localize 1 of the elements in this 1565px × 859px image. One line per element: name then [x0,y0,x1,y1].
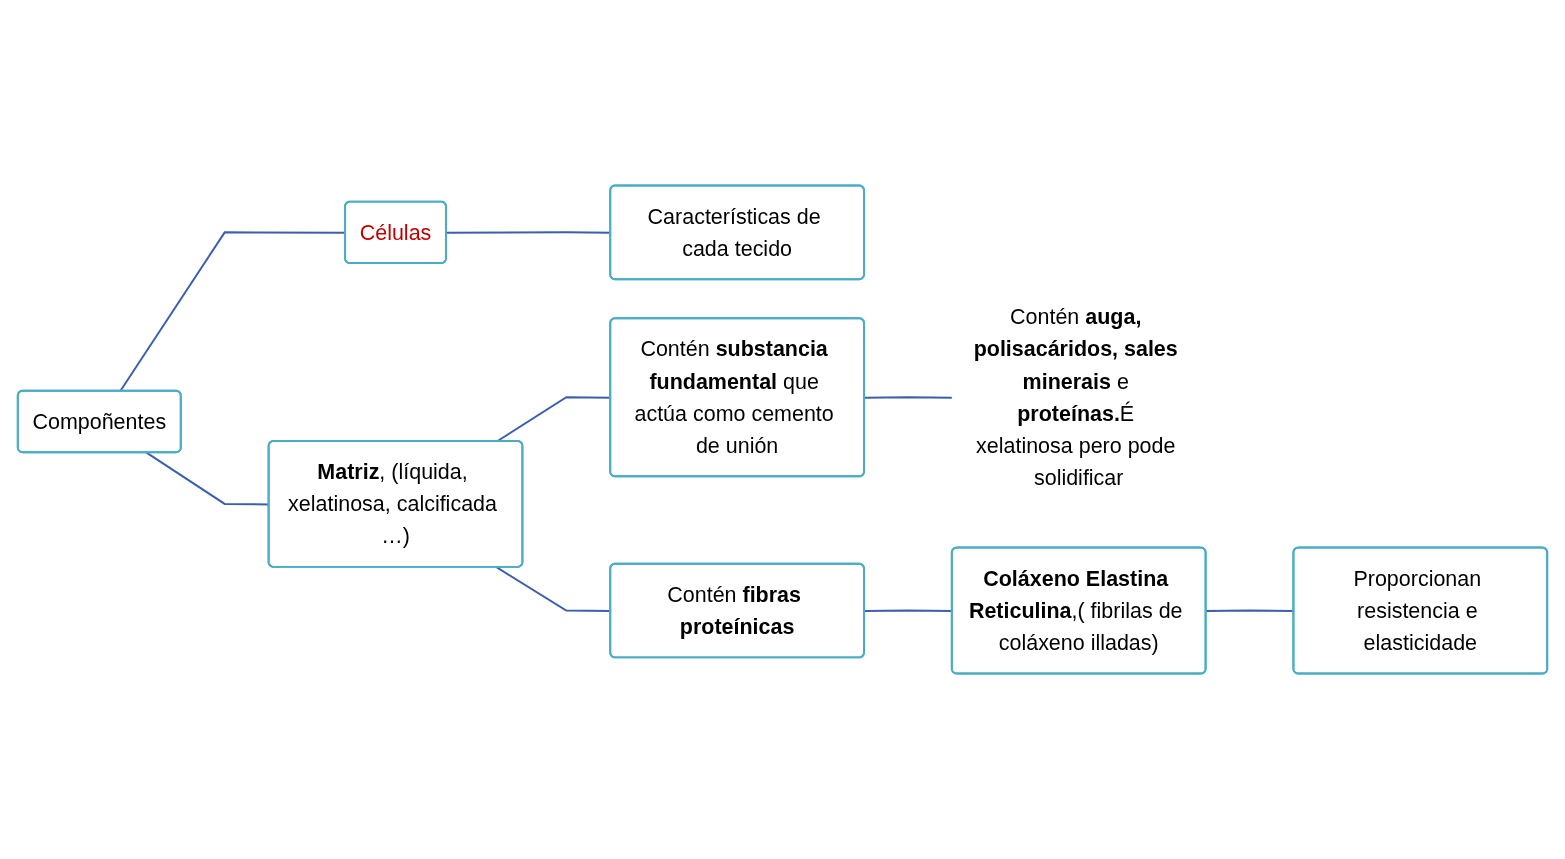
node-text: Contén auga, polisacáridos, sales minerais e proteínas.É xelatinosa pero pode solidificar [973,304,1178,491]
